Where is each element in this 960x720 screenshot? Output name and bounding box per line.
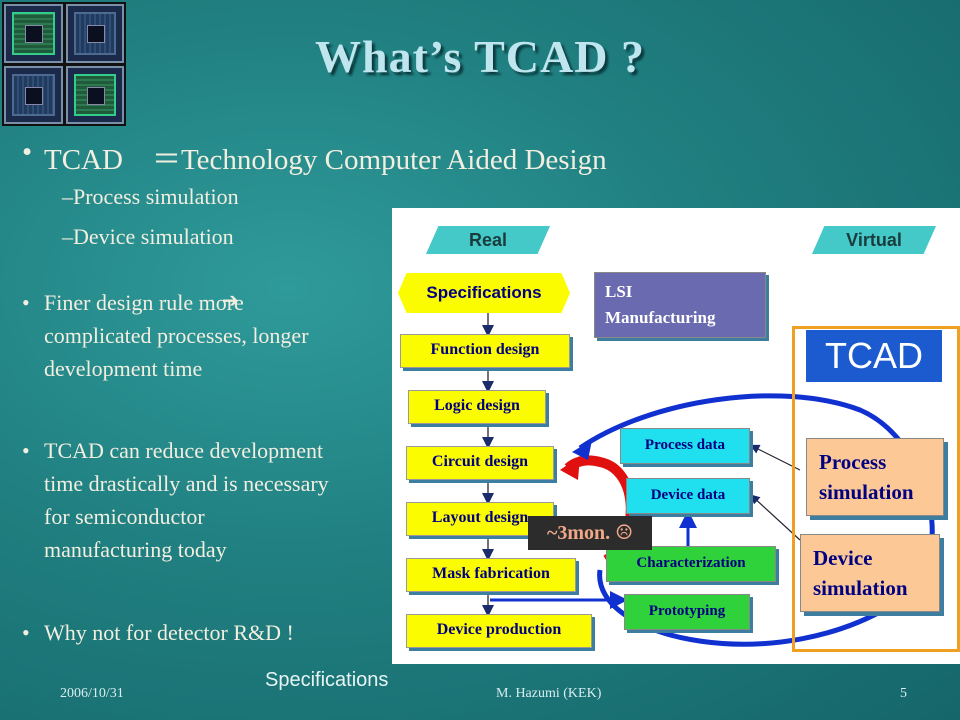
process-data-box: Process data — [620, 428, 750, 464]
tcad-frame — [792, 326, 960, 652]
lsi-line: LSI — [605, 282, 633, 301]
sub-bullet-process-simulation: –Process simulation — [62, 184, 239, 209]
three-months-label: ~3mon. ☹ — [528, 516, 652, 550]
bullet-detector-rnd: • Why not for detector R&D ! — [22, 616, 294, 649]
device-simulation-box: Device simulation — [800, 534, 940, 612]
device-sim-line: simulation — [813, 576, 908, 600]
process-sim-line: Process — [819, 450, 887, 474]
blue-loop-arrow — [578, 393, 935, 647]
footer-page-number: 5 — [900, 686, 907, 701]
chip-logo — [2, 2, 126, 126]
bullet-line: time drastically and is necessary — [44, 471, 329, 496]
bullet-line: TCAD can reduce development — [44, 438, 324, 463]
right-arrow-icon: ➔ — [222, 288, 239, 312]
specifications-box: Specifications — [398, 273, 570, 313]
footer-center-text: Specifications — [265, 669, 389, 691]
bullet-text: TCAD ＝Technology Computer Aided Design — [44, 144, 607, 176]
bullet-line: for semiconductor — [44, 504, 205, 529]
circuit-design-box: Circuit design — [406, 446, 554, 480]
bullet-line: complicated processes, longer — [44, 323, 309, 348]
bullet-tcad-definition: • TCAD ＝Technology Computer Aided Design — [22, 136, 607, 178]
bullet-line: Finer design rule more — [44, 286, 384, 319]
process-sim-line: simulation — [819, 480, 914, 504]
process-simulation-box: Process simulation — [806, 438, 944, 516]
real-banner: Real — [426, 226, 550, 254]
mask-fabrication-box: Mask fabrication — [406, 558, 576, 592]
bullet-dot: • — [22, 136, 33, 168]
footer-author: M. Hazumi (KEK) — [496, 686, 602, 701]
function-design-box: Function design — [400, 334, 570, 368]
tcad-label: TCAD — [806, 330, 942, 382]
sub-bullet-device-simulation: –Device simulation — [62, 224, 234, 249]
slide-title: What’s TCAD ? — [315, 31, 645, 82]
bullet-line: manufacturing today — [44, 537, 227, 562]
device-data-box: Device data — [626, 478, 750, 514]
logic-design-box: Logic design — [408, 390, 546, 424]
bullet-dot: • — [22, 290, 30, 315]
chip-logo-quadrant — [65, 4, 124, 63]
device-sim-line: Device — [813, 546, 873, 570]
footer-date: 2006/10/31 — [60, 686, 124, 701]
chip-logo-quadrant — [4, 4, 63, 63]
characterization-box: Characterization — [606, 546, 776, 582]
bullet-tcad-reduces-time: • TCAD can reduce development time drast… — [22, 434, 384, 566]
chip-logo-quadrant — [65, 65, 124, 124]
bullet-line-text: Finer design rule more — [44, 290, 244, 315]
bullet-dot: • — [22, 620, 30, 645]
virtual-banner: Virtual — [812, 226, 936, 254]
lsi-line: Manufacturing — [605, 308, 716, 327]
bullet-dot: • — [22, 438, 30, 463]
red-arrowhead — [560, 456, 580, 480]
bullet-finer-design: • Finer design rule more complicated pro… — [22, 286, 384, 385]
chip-logo-quadrant — [4, 65, 63, 124]
bullet-line: development time — [44, 356, 203, 381]
bullet-text: Why not for detector R&D ! — [44, 620, 294, 645]
lsi-manufacturing-box: LSI Manufacturing — [594, 272, 766, 338]
blue-arrowhead — [572, 440, 592, 460]
prototyping-box: Prototyping — [624, 594, 750, 630]
device-production-box: Device production — [406, 614, 592, 648]
